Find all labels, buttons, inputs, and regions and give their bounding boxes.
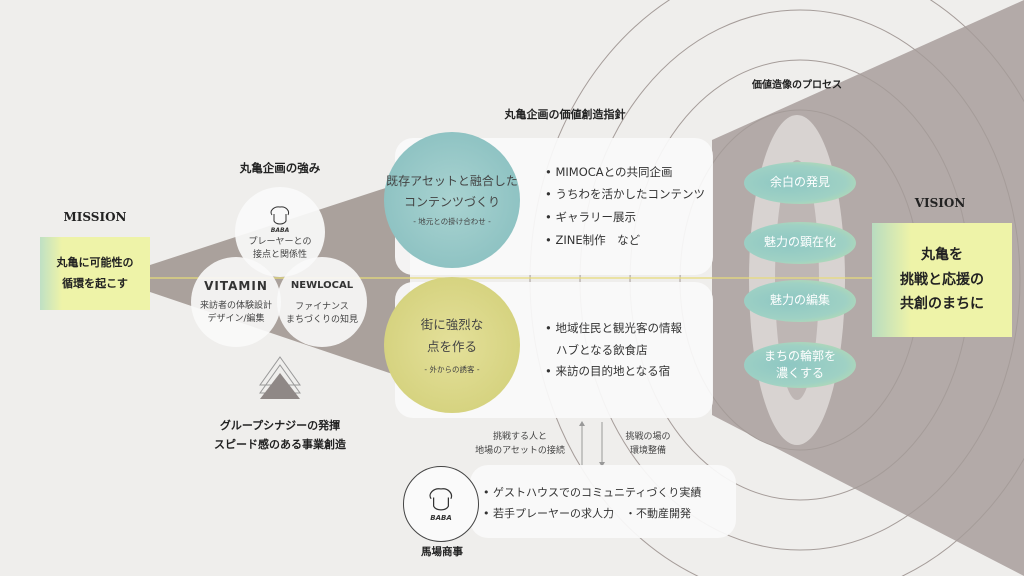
baba-logo: BABA — [270, 226, 290, 234]
connection-line: 挑戦の場の — [625, 432, 671, 442]
upper-bullet: MIMOCAとの共同企画 — [555, 165, 673, 179]
upper-circle: 既存アセットと融合した コンテンツづくり - 地元との掛け合わせ - — [384, 132, 520, 268]
process-step: 余白の発見 — [744, 162, 856, 204]
connection-arrows-icon — [579, 421, 605, 467]
synergy-text: グループシナジーの発揮 スピード感のある事業創造 — [214, 416, 346, 454]
upper-circle-line: コンテンツづくり — [403, 194, 500, 209]
policy-title: 丸亀企画の価値創造指針 — [504, 108, 626, 121]
upper-bullet: ギャラリー展示 — [555, 210, 636, 224]
strength-vitamin: VITAMIN 来訪者の体験設計 デザイン/編集 — [191, 257, 281, 347]
baba-card — [470, 465, 736, 538]
process-step: まちの輪郭を 濃くする — [744, 342, 856, 388]
lower-bullet: 地域住民と観光客の情報 — [555, 321, 682, 335]
upper-bullet: ZINE制作 など — [555, 233, 641, 247]
strength-text: 接点と関係性 — [252, 249, 307, 260]
upper-circle-line: 既存アセットと融合した — [386, 174, 518, 189]
strengths-title: 丸亀企画の強み — [239, 161, 321, 175]
mission-line: 丸亀に可能性の — [56, 255, 134, 269]
connection-line: 環境整備 — [629, 446, 667, 456]
mission-box: 丸亀に可能性の 循環を起こす — [40, 237, 150, 310]
lower-circle-sub: - 外からの誘客 - — [424, 364, 480, 374]
process-step: 魅力の編集 — [744, 280, 856, 322]
lower-circle: 街に強烈な 点を作る - 外からの誘客 - — [384, 277, 520, 413]
synergy-line: スピード感のある事業創造 — [214, 438, 346, 451]
strength-text: 来訪者の体験設計 — [199, 301, 272, 311]
lower-circle-line: 街に強烈な — [420, 316, 484, 332]
mission-line: 循環を起こす — [62, 276, 128, 290]
triangles-icon — [259, 356, 301, 399]
vision-line: 丸亀を — [921, 247, 963, 264]
upper-bullet: うちわを活かしたコンテンツ — [555, 187, 705, 201]
newlocal-logo: NEWLOCAL — [290, 279, 354, 291]
upper-circle-sub: - 地元との掛け合わせ - — [413, 217, 491, 227]
vision-label: VISION — [914, 196, 966, 210]
baba-name: 馬場商事 — [421, 546, 463, 558]
process-title: 価値造像のプロセス — [752, 80, 842, 91]
process-step: 魅力の顕在化 — [744, 222, 856, 264]
strength-text: プレーヤーとの — [248, 236, 312, 247]
strength-newlocal: NEWLOCAL ファイナンス まちづくりの知見 — [277, 257, 367, 347]
lower-bullet: 来訪の目的地となる宿 — [555, 364, 671, 378]
connection-line: 地場のアセットの接続 — [475, 446, 565, 456]
strength-text: まちづくりの知見 — [285, 314, 358, 325]
connection-down-label: 挑戦の場の 環境整備 — [625, 430, 670, 458]
synergy-line: グループシナジーの発揮 — [219, 419, 341, 432]
strength-text: ファイナンス — [295, 301, 349, 312]
vision-box: 丸亀を 挑戦と応援の 共創のまちに — [872, 223, 1012, 337]
mission-label: MISSION — [63, 210, 127, 224]
connection-up-label: 挑戦する人と 地場のアセットの接続 — [475, 430, 565, 458]
baba-bullet: 若手プレーヤーの求人力 ・不動産開発 — [493, 507, 691, 520]
lower-circle-line: 点を作る — [426, 339, 477, 355]
lower-bullet: ハブとなる飲食店 — [556, 343, 648, 357]
vision-line: 挑戦と応援の — [900, 271, 984, 288]
baba-bullet: ゲストハウスでのコミュニティづくり実績 — [493, 486, 702, 499]
baba-logo: BABA — [430, 514, 452, 522]
baba-face-icon — [429, 488, 453, 511]
strength-text: デザイン/編集 — [207, 314, 265, 324]
vision-line: 共創のまちに — [900, 296, 984, 313]
vitamin-logo: VITAMIN — [204, 279, 268, 293]
connection-line: 挑戦する人と — [492, 432, 548, 442]
baba-logo-circle: BABA — [403, 466, 479, 542]
baba-face-icon — [270, 205, 289, 224]
